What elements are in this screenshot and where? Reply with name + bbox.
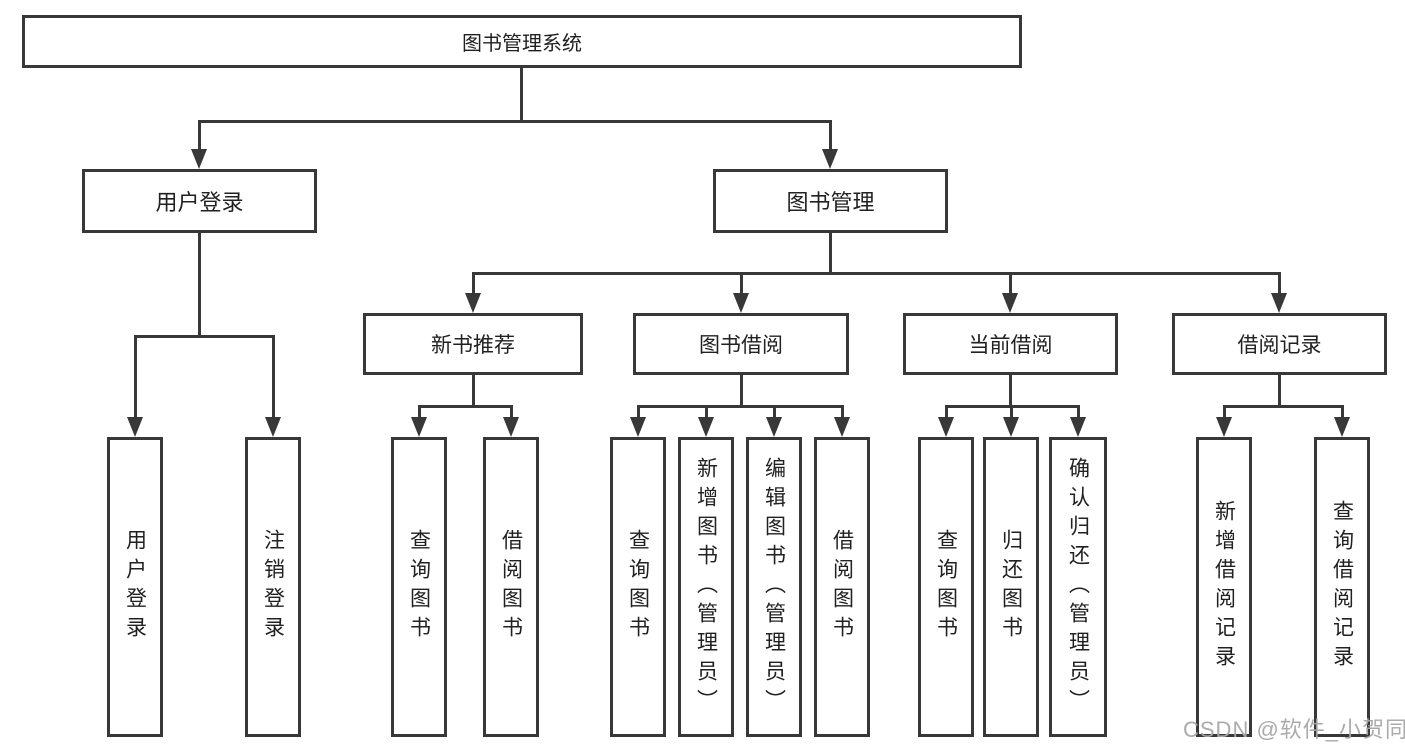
- node-user-login-group-label: 用户登录: [155, 190, 244, 215]
- arrowhead-icon: [630, 417, 646, 437]
- leaf-record-query-label: 查询借阅记录: [1330, 500, 1354, 674]
- leaf-current-confirm-admin-label: 确认归还（管理员）: [1066, 456, 1090, 718]
- connector-leaf-stem: [841, 405, 844, 419]
- arrowhead-icon: [698, 417, 714, 437]
- arrowhead-icon: [191, 149, 207, 169]
- leaf-logout-label: 注销登录: [261, 529, 285, 645]
- connector-leaf-stem: [510, 405, 513, 419]
- connector-borrow-stem: [740, 375, 743, 408]
- connector-to-records: [1278, 272, 1281, 295]
- node-current-borrow: 当前借阅: [903, 313, 1118, 375]
- watermark-text: CSDN @软件_小贺同学: [1183, 717, 1405, 742]
- connector-root-stem: [520, 68, 523, 123]
- arrowhead-icon: [465, 293, 481, 313]
- node-borrow-records: 借阅记录: [1172, 313, 1387, 375]
- leaf-newbook-borrow-label: 借阅图书: [499, 529, 523, 645]
- arrowhead-icon: [411, 417, 427, 437]
- connector-records-stem: [1278, 375, 1281, 408]
- leaf-current-confirm-admin: 确认归还（管理员）: [1049, 437, 1107, 737]
- arrowhead-icon: [127, 417, 143, 437]
- connector-to-book-mgmt: [829, 120, 832, 152]
- connector-leaf-stem: [1223, 405, 1226, 419]
- connector-leaf-stem: [1010, 405, 1013, 419]
- leaf-current-query-label: 查询图书: [934, 529, 958, 645]
- arrowhead-icon: [834, 417, 850, 437]
- arrowhead-icon: [1334, 417, 1350, 437]
- arrowhead-icon: [1003, 417, 1019, 437]
- connector-leaf-stem: [418, 405, 421, 419]
- node-book-management: 图书管理: [713, 169, 948, 233]
- connector-leaf-stem: [1077, 405, 1080, 419]
- arrowhead-icon: [938, 417, 954, 437]
- connector-to-current: [1009, 272, 1012, 295]
- connector-to-borrow: [740, 272, 743, 295]
- arrowhead-icon: [733, 293, 749, 313]
- leaf-newbook-borrow: 借阅图书: [483, 437, 539, 737]
- connector-leaf-stem: [945, 405, 948, 419]
- leaf-borrow-book: 借阅图书: [814, 437, 870, 737]
- connector-user-bus: [134, 335, 275, 338]
- arrowhead-icon: [1070, 417, 1086, 437]
- leaf-newbook-query: 查询图书: [391, 437, 447, 737]
- leaf-logout: 注销登录: [245, 437, 301, 737]
- leaf-user-login: 用户登录: [107, 437, 163, 737]
- node-book-borrow: 图书借阅: [633, 313, 849, 375]
- connector-borrow-bus: [637, 405, 843, 408]
- leaf-record-add: 新增借阅记录: [1196, 437, 1252, 737]
- leaf-current-return-label: 归还图书: [999, 529, 1023, 645]
- arrowhead-icon: [1271, 293, 1287, 313]
- node-new-book-recommend: 新书推荐: [363, 313, 583, 375]
- connector-newbook-stem: [472, 375, 475, 408]
- leaf-current-return: 归还图书: [983, 437, 1039, 737]
- arrowhead-icon: [265, 417, 281, 437]
- leaf-borrow-edit-admin: 编辑图书（管理员）: [746, 437, 802, 737]
- arrowhead-icon: [822, 149, 838, 169]
- node-root: 图书管理系统: [22, 15, 1022, 68]
- connector-current-stem: [1009, 375, 1012, 408]
- connector-leaf-stem: [705, 405, 708, 419]
- connector-to-leaf-logout: [272, 335, 275, 419]
- connector-leaf-stem: [1341, 405, 1344, 419]
- connector-newbook-bus: [418, 405, 512, 408]
- leaf-current-query: 查询图书: [918, 437, 974, 737]
- arrowhead-icon: [503, 417, 519, 437]
- node-new-book-recommend-label: 新书推荐: [431, 334, 515, 357]
- connector-leaf-stem: [773, 405, 776, 419]
- node-book-borrow-label: 图书借阅: [699, 334, 783, 357]
- connector-records-bus: [1223, 405, 1343, 408]
- leaf-borrow-edit-admin-label: 编辑图书（管理员）: [762, 456, 786, 718]
- leaf-borrow-query-label: 查询图书: [626, 529, 650, 645]
- node-current-borrow-label: 当前借阅: [968, 334, 1053, 357]
- leaf-borrow-book-label: 借阅图书: [830, 529, 854, 645]
- connector-leaf-stem: [637, 405, 640, 419]
- connector-to-user-login: [198, 120, 201, 152]
- connector-to-leaf-login: [134, 335, 137, 419]
- connector-sections-bus: [472, 272, 1280, 275]
- node-borrow-records-label: 借阅记录: [1237, 334, 1322, 357]
- arrowhead-icon: [766, 417, 782, 437]
- leaf-user-login-label: 用户登录: [123, 529, 147, 645]
- connector-to-new-books: [472, 272, 475, 295]
- leaf-record-query: 查询借阅记录: [1314, 437, 1370, 737]
- leaf-borrow-add-admin-label: 新增图书（管理员）: [694, 456, 718, 718]
- node-book-management-label: 图书管理: [786, 190, 875, 215]
- arrowhead-icon: [1002, 293, 1018, 313]
- leaf-borrow-add-admin: 新增图书（管理员）: [678, 437, 734, 737]
- arrowhead-icon: [1216, 417, 1232, 437]
- leaf-borrow-query: 查询图书: [610, 437, 666, 737]
- leaf-record-add-label: 新增借阅记录: [1212, 500, 1236, 674]
- connector-level1-bus: [198, 120, 832, 123]
- leaf-newbook-query-label: 查询图书: [407, 529, 431, 645]
- connector-user-stem: [198, 233, 201, 338]
- node-root-label: 图书管理系统: [462, 33, 582, 55]
- node-user-login-group: 用户登录: [82, 169, 317, 233]
- connector-mgmt-stem: [829, 233, 832, 275]
